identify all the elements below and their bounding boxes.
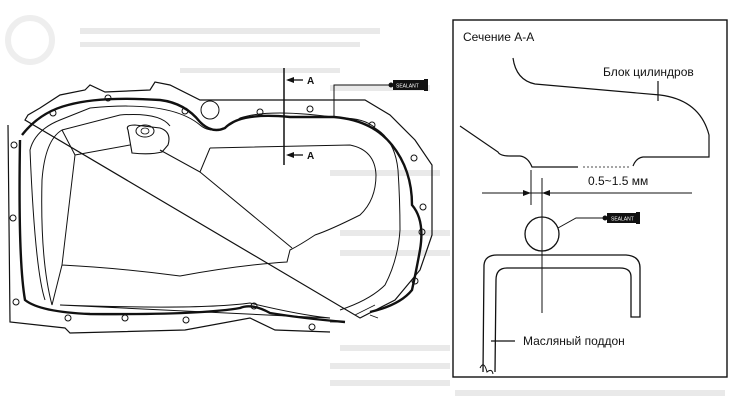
oil-filter-boss [200, 100, 220, 120]
drain-plug [135, 124, 155, 138]
sealant-tag-left: SEALANT [396, 84, 419, 90]
section-title: Сечение А-А [463, 30, 534, 44]
sealant-bead-line [18, 97, 423, 324]
pan-sump-contour [41, 114, 377, 306]
cylinder-block-profile [512, 57, 710, 167]
section-arrow-top: A [286, 76, 314, 87]
section-marker-bottom: A [307, 151, 314, 162]
sealant-tube-icon: SEALANT [388, 79, 428, 91]
oil-pan-flange-profile [482, 254, 641, 373]
cylinder-block-label: Блок цилиндров [603, 65, 694, 79]
drain-boss [126, 124, 170, 155]
cylinder-block-left [459, 125, 578, 168]
sealant-bead-section [524, 216, 560, 252]
section-marker-top: A [307, 76, 314, 87]
bolt-holes [9, 94, 427, 331]
dimension-line [482, 170, 692, 313]
sealant-tube-icon: SEALANT [602, 212, 640, 224]
section-view-frame [452, 19, 728, 378]
gap-dimension-label: 0.5~1.5 мм [588, 174, 648, 188]
background-bleed-text [5, 15, 725, 396]
pan-outer-flange [7, 81, 433, 334]
sealant-tag-right: SEALANT [611, 217, 634, 223]
section-arrow-bottom: A [286, 151, 314, 162]
pan-inner-contour [29, 105, 401, 319]
oil-pan-label: Масляный поддон [523, 334, 625, 348]
